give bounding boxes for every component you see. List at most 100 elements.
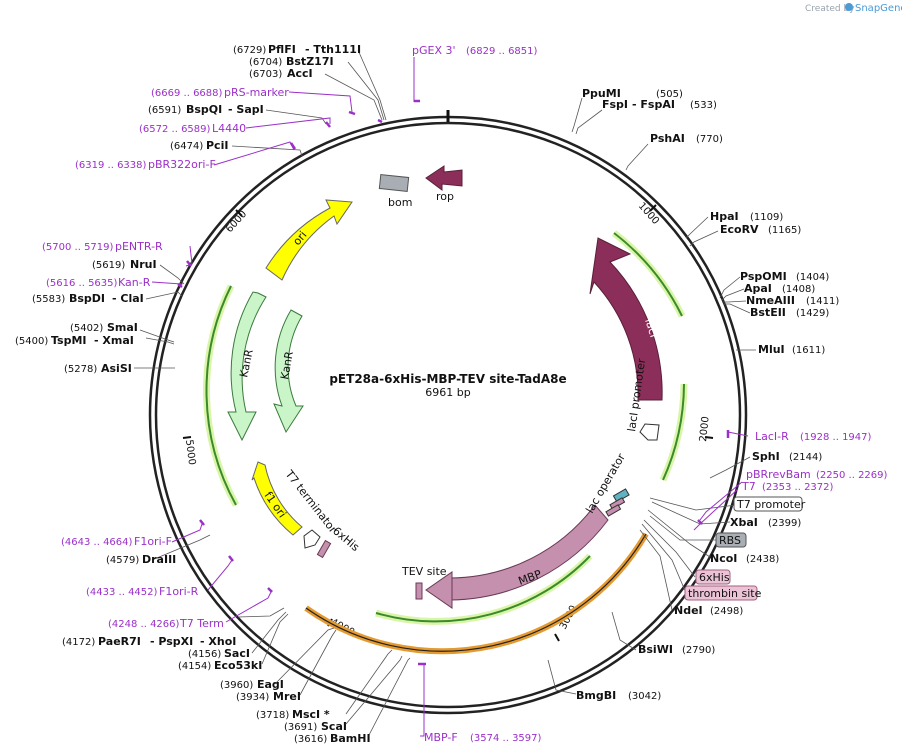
site-fspai[interactable]: - FspAI [632, 98, 675, 111]
site-mrei[interactable]: MreI [273, 690, 301, 703]
primer-marks [177, 99, 730, 666]
site-pflfi[interactable]: PflFI [268, 43, 296, 56]
site-xbai[interactable]: XbaI [730, 516, 758, 529]
primer-pos-pbrrevbam: (2250 .. 2269) [816, 470, 888, 481]
primer-pos-pentr-r: (5700 .. 5719) [42, 242, 114, 253]
primer-pos-prs-marker: (6669 .. 6688) [151, 88, 223, 99]
site-eagi[interactable]: EagI [257, 678, 284, 691]
site-pos-acci: (6703) [249, 69, 282, 80]
primer-prs-marker[interactable]: pRS-marker [224, 86, 289, 99]
bom-label: bom [388, 196, 412, 209]
tick-5000: 5000 [182, 436, 197, 466]
primer-t7[interactable]: T7 [741, 480, 756, 493]
site-msci[interactable]: MscI * [292, 708, 330, 721]
site-bstz17i[interactable]: BstZ17I [286, 55, 334, 68]
site-bsiwi[interactable]: BsiWI [638, 643, 673, 656]
site-ppumi[interactable]: PpuMI [582, 87, 621, 100]
primer-f1ori-f[interactable]: F1ori-F [134, 535, 172, 548]
site-pos-ndei: (2498) [710, 606, 743, 617]
created-by-text: Created by [805, 4, 855, 14]
site-sphi[interactable]: SphI [752, 450, 780, 463]
site-pos-mrei: (3934) [236, 692, 269, 703]
site-mlui[interactable]: MluI [758, 343, 785, 356]
site-bamhi[interactable]: BamHI [330, 732, 371, 745]
primer-pbrrevbam[interactable]: pBRrevBam [746, 468, 811, 481]
site-pos-hpai: (1109) [750, 212, 783, 223]
site-pos-saci: (4156) [188, 649, 221, 660]
site-fspi[interactable]: FspI [602, 98, 628, 111]
site-apai[interactable]: ApaI [744, 282, 772, 295]
site-pos-bspdi: (5583) [32, 294, 65, 305]
orf-arc-left [205, 285, 237, 506]
site-hpai[interactable]: HpaI [710, 210, 739, 223]
primer-mbp-f[interactable]: MBP-F [424, 731, 458, 744]
site-tth111i[interactable]: - Tth111I [305, 43, 361, 56]
site-pspomi[interactable]: PspOMI [740, 270, 787, 283]
snapgene-brand[interactable]: SnapGene [855, 3, 902, 14]
primer-pgex3[interactable]: pGEX 3' [412, 44, 456, 57]
site-pos-smai: (5402) [70, 323, 103, 334]
site-pos-tspmi: (5400) [15, 336, 48, 347]
site-bmgbi[interactable]: BmgBI [576, 689, 616, 702]
site-scai[interactable]: ScaI [321, 720, 347, 733]
his6-mark-left [316, 539, 332, 559]
primer-pbr322ori-f[interactable]: pBR322ori-F [148, 158, 216, 171]
site-tspmi[interactable]: TspMI [51, 334, 87, 347]
site-ncoi[interactable]: NcoI [710, 552, 737, 565]
site-asisi[interactable]: AsiSI [101, 362, 132, 375]
site-draiii[interactable]: DraIII [142, 553, 176, 566]
site-saci[interactable]: SacI [224, 647, 250, 660]
site-pos-nrui: (5619) [92, 260, 125, 271]
site-bspdi[interactable]: BspDI [69, 292, 105, 305]
site-pos-pcii: (6474) [170, 141, 203, 152]
site-pos-nmeaiii: (1411) [806, 296, 839, 307]
primer-t7term[interactable]: T7 Term [179, 617, 224, 630]
site-pcii[interactable]: PciI [206, 139, 228, 152]
f1-ori-label: f1 ori [262, 489, 289, 520]
site-eco53ki[interactable]: Eco53kI [214, 659, 262, 672]
site-pos-bmgbi: (3042) [628, 691, 661, 702]
primer-pos-pgex3: (6829 .. 6851) [466, 46, 538, 57]
site-bsteii[interactable]: BstEII [750, 306, 786, 319]
site-pos-ncoi: (2438) [746, 554, 779, 565]
his6-box-label[interactable]: 6xHis [699, 571, 730, 584]
laci-promoter-arrow [639, 423, 660, 441]
kanr-outer-label: KanR [237, 348, 256, 379]
svg-text:5000: 5000 [183, 439, 197, 466]
site-ecorv[interactable]: EcoRV [720, 223, 759, 236]
site-xmai[interactable]: - XmaI [94, 334, 134, 347]
primer-l4440[interactable]: L4440 [212, 122, 246, 135]
site-nmeaiii[interactable]: NmeAIII [746, 294, 795, 307]
site-smai[interactable]: SmaI [107, 321, 138, 334]
tev-site-mark [415, 582, 423, 600]
site-paer7i[interactable]: PaeR7I [98, 635, 141, 648]
bom-box [378, 174, 410, 192]
site-pspxi[interactable]: - PspXI [150, 635, 193, 648]
site-bspqi[interactable]: BspQI [186, 103, 222, 116]
site-ndei[interactable]: NdeI [674, 604, 703, 617]
leader-lines [134, 49, 756, 738]
orf-arc-right [662, 383, 685, 481]
primer-laci-r[interactable]: LacI-R [755, 430, 789, 443]
primer-pentr-r[interactable]: pENTR-R [115, 240, 163, 253]
site-xhoi[interactable]: - XhoI [200, 635, 236, 648]
site-pos-eagi: (3960) [220, 680, 253, 691]
site-pos-sphi: (2144) [789, 452, 822, 463]
site-pshai[interactable]: PshAI [650, 132, 685, 145]
his6-box [695, 569, 731, 585]
t7-promoter-label[interactable]: T7 promoter [736, 498, 806, 511]
site-nrui[interactable]: NruI [130, 258, 157, 271]
site-clai[interactable]: - ClaI [112, 292, 144, 305]
primer-pos-mbp-f: (3574 .. 3597) [470, 733, 542, 744]
rop-arrow [425, 165, 463, 191]
primer-kan-r[interactable]: Kan-R [118, 276, 151, 289]
primer-f1ori-r[interactable]: F1ori-R [159, 585, 199, 598]
site-sapi[interactable]: - SapI [228, 103, 264, 116]
mbp-arrow [449, 504, 609, 602]
laci-arrow [589, 237, 663, 401]
thrombin-label[interactable]: thrombin site [688, 587, 762, 600]
primer-pos-pbr322ori-f: (6319 .. 6338) [75, 160, 147, 171]
orf-arc-bottom [375, 555, 591, 623]
site-acci[interactable]: AccI [287, 67, 313, 80]
rbs-label[interactable]: RBS [719, 534, 741, 547]
